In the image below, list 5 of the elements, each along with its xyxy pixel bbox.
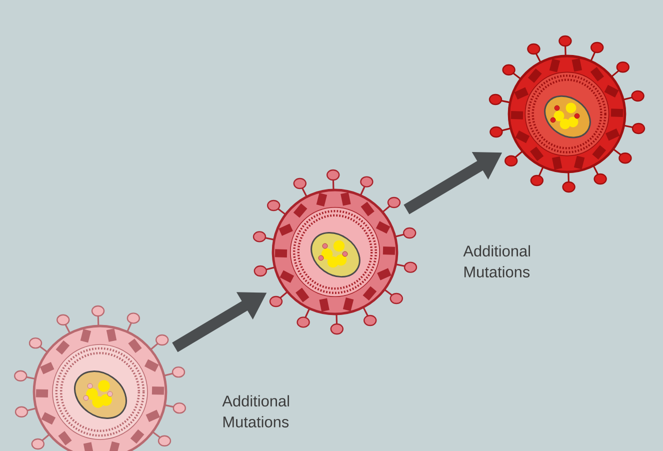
virus-drawing	[14, 305, 186, 451]
virus-drawing	[252, 169, 418, 335]
virus-drawing	[488, 35, 646, 193]
edge-label: Additional Mutations	[222, 395, 289, 428]
edge-label: Additional Mutations	[463, 245, 530, 278]
